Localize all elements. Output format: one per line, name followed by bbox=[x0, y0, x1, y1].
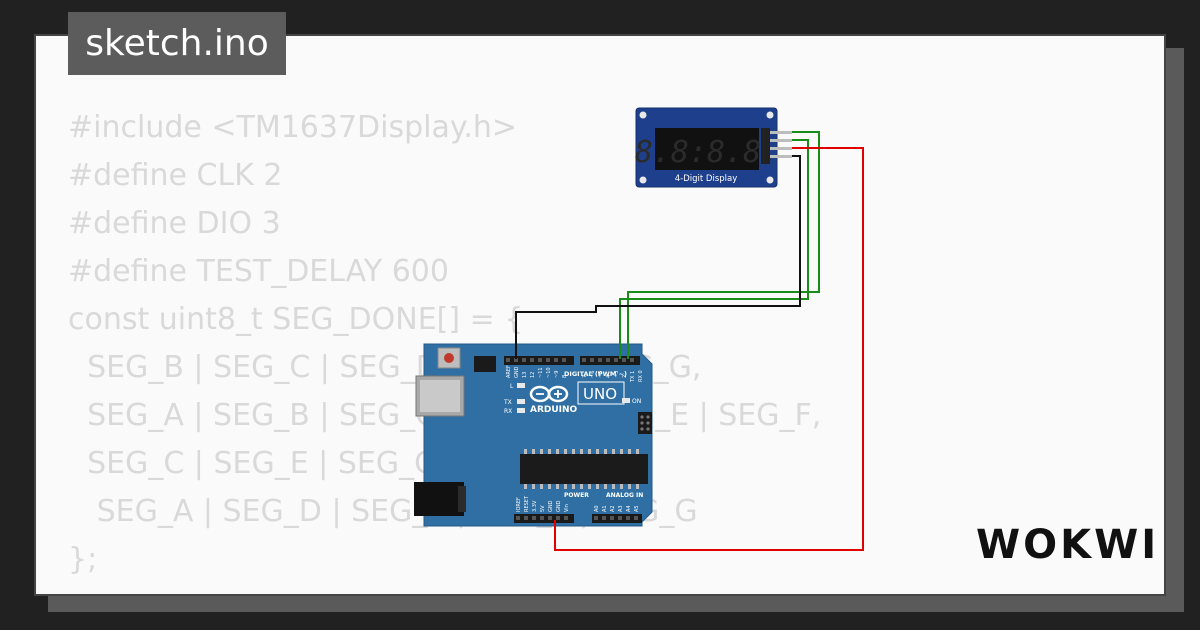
svg-text:A4: A4 bbox=[626, 505, 632, 512]
svg-text:L: L bbox=[510, 383, 514, 390]
wire-clk[interactable] bbox=[627, 131, 820, 359]
wire-dio[interactable] bbox=[619, 139, 809, 359]
svg-text:A3: A3 bbox=[618, 505, 624, 512]
arduino-uno-board[interactable]: AREF GND 13 12 ~11 ~10 ~9 8 7 ~6 ~5 4 ~3… bbox=[414, 343, 653, 527]
status-leds: L TX RX bbox=[503, 383, 525, 415]
pin-label: ~10 bbox=[546, 367, 552, 378]
code-line: #define CLK 2 bbox=[68, 158, 283, 193]
svg-text:IOREF: IOREF bbox=[516, 497, 522, 512]
pin-label: AREF bbox=[506, 365, 512, 378]
pin-label: 4 bbox=[606, 375, 612, 378]
mount-hole bbox=[639, 176, 647, 184]
pin-label: 13 bbox=[522, 372, 528, 378]
code-line: #define TEST_DELAY 600 bbox=[68, 254, 449, 289]
arduino-brand: ARDUINO bbox=[530, 405, 578, 415]
seven-segment-display-module[interactable]: 8.8:8.8. 4-Digit Display bbox=[635, 107, 792, 188]
digital-label: DIGITAL (PWM ~) bbox=[564, 370, 627, 378]
pin-label: ~6 bbox=[590, 371, 596, 378]
svg-text:5V: 5V bbox=[540, 505, 546, 512]
wire-gnd[interactable] bbox=[515, 155, 801, 359]
analog-header bbox=[592, 514, 642, 523]
pin-label: ~9 bbox=[554, 371, 560, 378]
pin-label: 8 bbox=[562, 375, 568, 378]
svg-text:GND: GND bbox=[556, 500, 562, 512]
pin-label: TX 1 bbox=[630, 371, 636, 383]
mount-hole bbox=[766, 111, 774, 119]
display-module-label: 4-Digit Display bbox=[675, 174, 738, 184]
pin-label: ~3 bbox=[614, 371, 620, 378]
analog-label: ANALOG IN bbox=[606, 492, 643, 499]
display-digits: 8.8:8.8. bbox=[635, 135, 780, 170]
svg-text:A1: A1 bbox=[602, 505, 608, 512]
svg-text:GND: GND bbox=[548, 500, 554, 512]
code-line: #include <TM1637Display.h> bbox=[68, 110, 518, 145]
power-jack bbox=[414, 482, 464, 516]
wire-vcc[interactable] bbox=[554, 147, 864, 551]
wokwi-logo: WOKWI bbox=[976, 522, 1160, 568]
svg-text:Vin: Vin bbox=[564, 504, 570, 512]
model-box bbox=[577, 381, 625, 405]
on-label: ON bbox=[632, 398, 641, 405]
icsp-header-2 bbox=[638, 412, 652, 434]
pin-gnd[interactable] bbox=[770, 155, 792, 158]
pin-label: ~5 bbox=[598, 371, 604, 378]
mount-hole bbox=[766, 176, 774, 184]
arduino-model: UNO bbox=[583, 385, 617, 403]
pin-vcc[interactable] bbox=[770, 147, 792, 150]
svg-text:RESET: RESET bbox=[524, 495, 530, 512]
icsp-header-1 bbox=[474, 356, 496, 372]
pin-clk[interactable] bbox=[770, 131, 792, 134]
pin-label: 2 bbox=[622, 375, 628, 378]
pin-label: GND bbox=[514, 366, 520, 378]
segment-window bbox=[655, 128, 759, 170]
bottom-pin-labels: IOREF RESET 3.3V 5V GND GND Vin A0 A1 A2… bbox=[516, 495, 640, 512]
svg-text:RX: RX bbox=[504, 408, 512, 415]
svg-text:A0: A0 bbox=[594, 505, 600, 512]
power-label: POWER bbox=[564, 492, 589, 499]
arduino-logo bbox=[529, 385, 569, 403]
microcontroller-chip bbox=[520, 454, 648, 484]
reset-button-cap bbox=[444, 353, 454, 363]
pin-header bbox=[761, 128, 770, 164]
svg-text:3.3V: 3.3V bbox=[532, 500, 538, 512]
svg-text:A5: A5 bbox=[634, 505, 640, 512]
pin-label: RX 0 bbox=[638, 370, 644, 382]
on-led bbox=[622, 398, 630, 403]
code-line: #define DIO 3 bbox=[68, 206, 281, 241]
svg-text:TX: TX bbox=[503, 399, 512, 406]
pin-dio[interactable] bbox=[770, 139, 792, 142]
pin-label: 7 bbox=[582, 375, 588, 378]
code-line: }; bbox=[68, 542, 98, 577]
mount-hole bbox=[639, 111, 647, 119]
digital-pin-holes bbox=[506, 358, 634, 362]
editor-card: #include <TM1637Display.h> #define CLK 2 #… bbox=[34, 34, 1166, 596]
pin-label: ~11 bbox=[538, 367, 544, 378]
code-line: const uint8_t SEG_DONE[] = { bbox=[68, 302, 524, 337]
file-title: sketch.ino bbox=[68, 12, 286, 75]
pin-label: 12 bbox=[530, 372, 536, 378]
top-pin-labels: AREF GND 13 12 ~11 ~10 ~9 8 7 ~6 ~5 4 ~3… bbox=[506, 365, 644, 383]
wires bbox=[515, 131, 864, 551]
power-jack-lip bbox=[458, 486, 466, 512]
circuit-diagram: 8.8:8.8. 4-Digit Display bbox=[414, 107, 864, 551]
code-line: TM1637Display display(CLK, DIO); bbox=[68, 584, 821, 594]
usb-port-inner bbox=[420, 380, 460, 412]
svg-text:A2: A2 bbox=[610, 505, 616, 512]
